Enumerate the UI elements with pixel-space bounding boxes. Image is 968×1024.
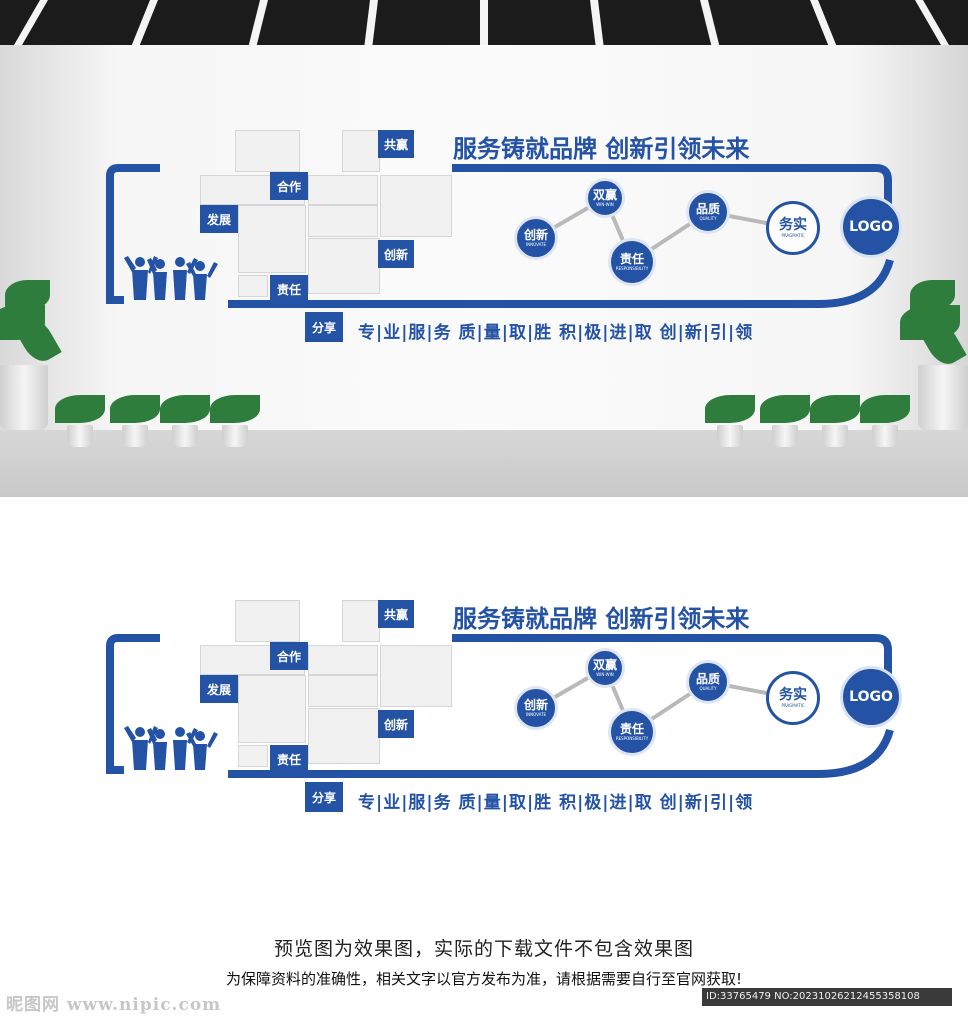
photo-frame — [308, 238, 380, 294]
logo-circle: LOGO — [840, 666, 902, 728]
tag-develop: 发展 — [200, 675, 238, 703]
id-bar: ID:33765479 NO:20231026212455358108 — [702, 988, 952, 1006]
tag-win-win: 共赢 — [378, 130, 414, 158]
photo-frame — [235, 130, 300, 172]
bubble-label: 双赢 — [592, 188, 617, 203]
photo-frame — [238, 205, 306, 273]
bubble-label: 创新 — [523, 228, 548, 243]
bubble-label: 责任 — [619, 722, 644, 737]
bubble-label: 责任 — [619, 252, 644, 267]
photo-frame — [235, 600, 300, 642]
site-watermark: 昵图网 www.nipic.com — [6, 995, 222, 1015]
slogan-title: 服务铸就品牌 创新引领未来 — [453, 135, 750, 163]
accuracy-notice: 为保障资料的准确性，相关文字以官方发布为准，请根据需要自行至官网获取! — [225, 970, 743, 988]
bubble-label: 品质 — [695, 672, 720, 687]
tag-responsibility: 责任 — [270, 745, 308, 773]
ceiling — [0, 0, 968, 45]
bubble-label: 务实 — [779, 217, 807, 234]
photo-frame — [380, 175, 452, 237]
bubble-label: 创新 — [523, 698, 548, 713]
photo-frame — [238, 675, 306, 743]
bubble-sublabel: RESPONSIBILITY — [615, 265, 649, 271]
photo-frame — [308, 645, 378, 675]
tagline: 专|业|服|务 质|量|取|胜 积|极|进|取 创|新|引|领 — [358, 323, 754, 343]
tag-win-win: 共赢 — [378, 600, 414, 628]
photo-frame — [342, 130, 380, 172]
bubble-sublabel: INNOVATE — [525, 241, 547, 247]
bubble-sublabel: INNOVATE — [525, 711, 547, 717]
plant-row-right — [705, 395, 915, 450]
logo-circle: LOGO — [840, 196, 902, 258]
tag-innovate: 创新 — [378, 710, 414, 738]
logo-text: LOGO — [849, 219, 893, 235]
tag-responsibility: 责任 — [270, 275, 308, 303]
frame-left-line — [106, 164, 160, 304]
photo-frame — [308, 675, 378, 707]
photo-frame — [238, 275, 268, 297]
tag-sharing: 分享 — [305, 312, 343, 342]
bubble-sublabel: PRAGMATIC — [781, 232, 805, 238]
photo-frame — [380, 645, 452, 707]
tag-cooperate: 合作 — [270, 642, 308, 670]
photo-frame — [342, 600, 380, 642]
frame-left-line — [106, 634, 160, 774]
culture-wall-mockup: 共赢 合作 发展 创新 责任 分享 服务铸就品牌 创新引领未来 专|业|服|务 … — [0, 0, 968, 400]
photo-frame — [308, 175, 378, 205]
frame-bottom-line — [228, 258, 894, 308]
plant-pot-large — [0, 280, 62, 430]
culture-wall-flat: 共赢 合作 发展 创新 责任 分享 服务铸就品牌 创新引领未来 专|业|服|务 … — [0, 470, 968, 870]
floor — [0, 430, 968, 497]
bubble-sublabel: WIN-WIN — [596, 671, 614, 677]
people-silhouette-icon — [124, 256, 218, 300]
tag-sharing: 分享 — [305, 782, 343, 812]
bubble-label: 双赢 — [592, 658, 617, 673]
tag-cooperate: 合作 — [270, 172, 308, 200]
bubble-sublabel: QUALITY — [699, 215, 717, 221]
frame-top-line — [452, 634, 892, 696]
bubble-label: 品质 — [695, 202, 720, 217]
bubble-sublabel: PRAGMATIC — [781, 702, 805, 708]
tag-develop: 发展 — [200, 205, 238, 233]
tag-innovate: 创新 — [378, 240, 414, 268]
photo-frame — [308, 708, 380, 764]
frame-bottom-line — [228, 728, 894, 778]
photo-frame — [238, 745, 268, 767]
plant-pot-large — [900, 280, 968, 430]
plant-row-left — [55, 395, 265, 450]
photo-frame — [308, 205, 378, 237]
people-silhouette-icon — [124, 726, 218, 770]
tagline: 专|业|服|务 质|量|取|胜 积|极|进|取 创|新|引|领 — [358, 793, 754, 813]
frame-top-line — [452, 164, 892, 226]
logo-text: LOGO — [849, 689, 893, 705]
bubble-sublabel: QUALITY — [699, 685, 717, 691]
bubble-label: 务实 — [779, 687, 807, 704]
bubble-sublabel: RESPONSIBILITY — [615, 735, 649, 741]
preview-notice: 预览图为效果图，实际的下载文件不包含效果图 — [273, 938, 694, 960]
bubble-sublabel: WIN-WIN — [596, 201, 614, 207]
ceiling-light — [480, 0, 488, 45]
slogan-title: 服务铸就品牌 创新引领未来 — [453, 605, 750, 633]
